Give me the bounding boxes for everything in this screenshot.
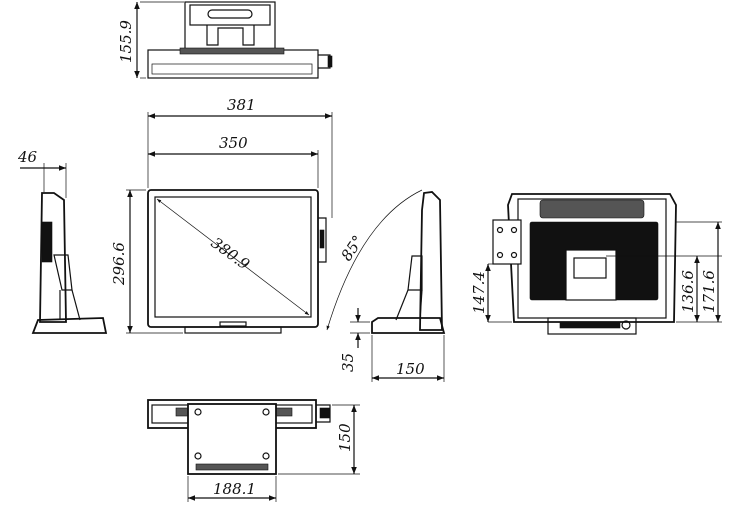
dim-base-depth: 150 (396, 360, 425, 378)
dim-rear-height-1: 147.4 (470, 271, 488, 314)
dim-screen-width: 350 (219, 134, 248, 152)
left-side-view (20, 163, 108, 334)
dim-top-height: 155.9 (117, 20, 135, 63)
rear-view (485, 193, 722, 335)
bottom-view (147, 399, 360, 502)
front-view (126, 112, 333, 334)
dim-rear-height-2: 136.6 (679, 270, 697, 313)
top-view (134, 1, 333, 79)
dim-diagonal: 380.9 (208, 234, 254, 274)
dim-depth: 46 (17, 148, 38, 166)
dim-overall-width: 381 (227, 96, 256, 114)
dim-bottom-depth: 150 (336, 423, 354, 452)
dim-tilt-angle: 85° (337, 232, 367, 264)
dim-rear-height-3: 171.6 (700, 270, 718, 313)
right-side-view (326, 189, 446, 382)
dim-bottom-width: 188.1 (213, 480, 256, 498)
dim-base-height: 35 (339, 353, 357, 372)
dim-height: 296.6 (110, 242, 128, 286)
